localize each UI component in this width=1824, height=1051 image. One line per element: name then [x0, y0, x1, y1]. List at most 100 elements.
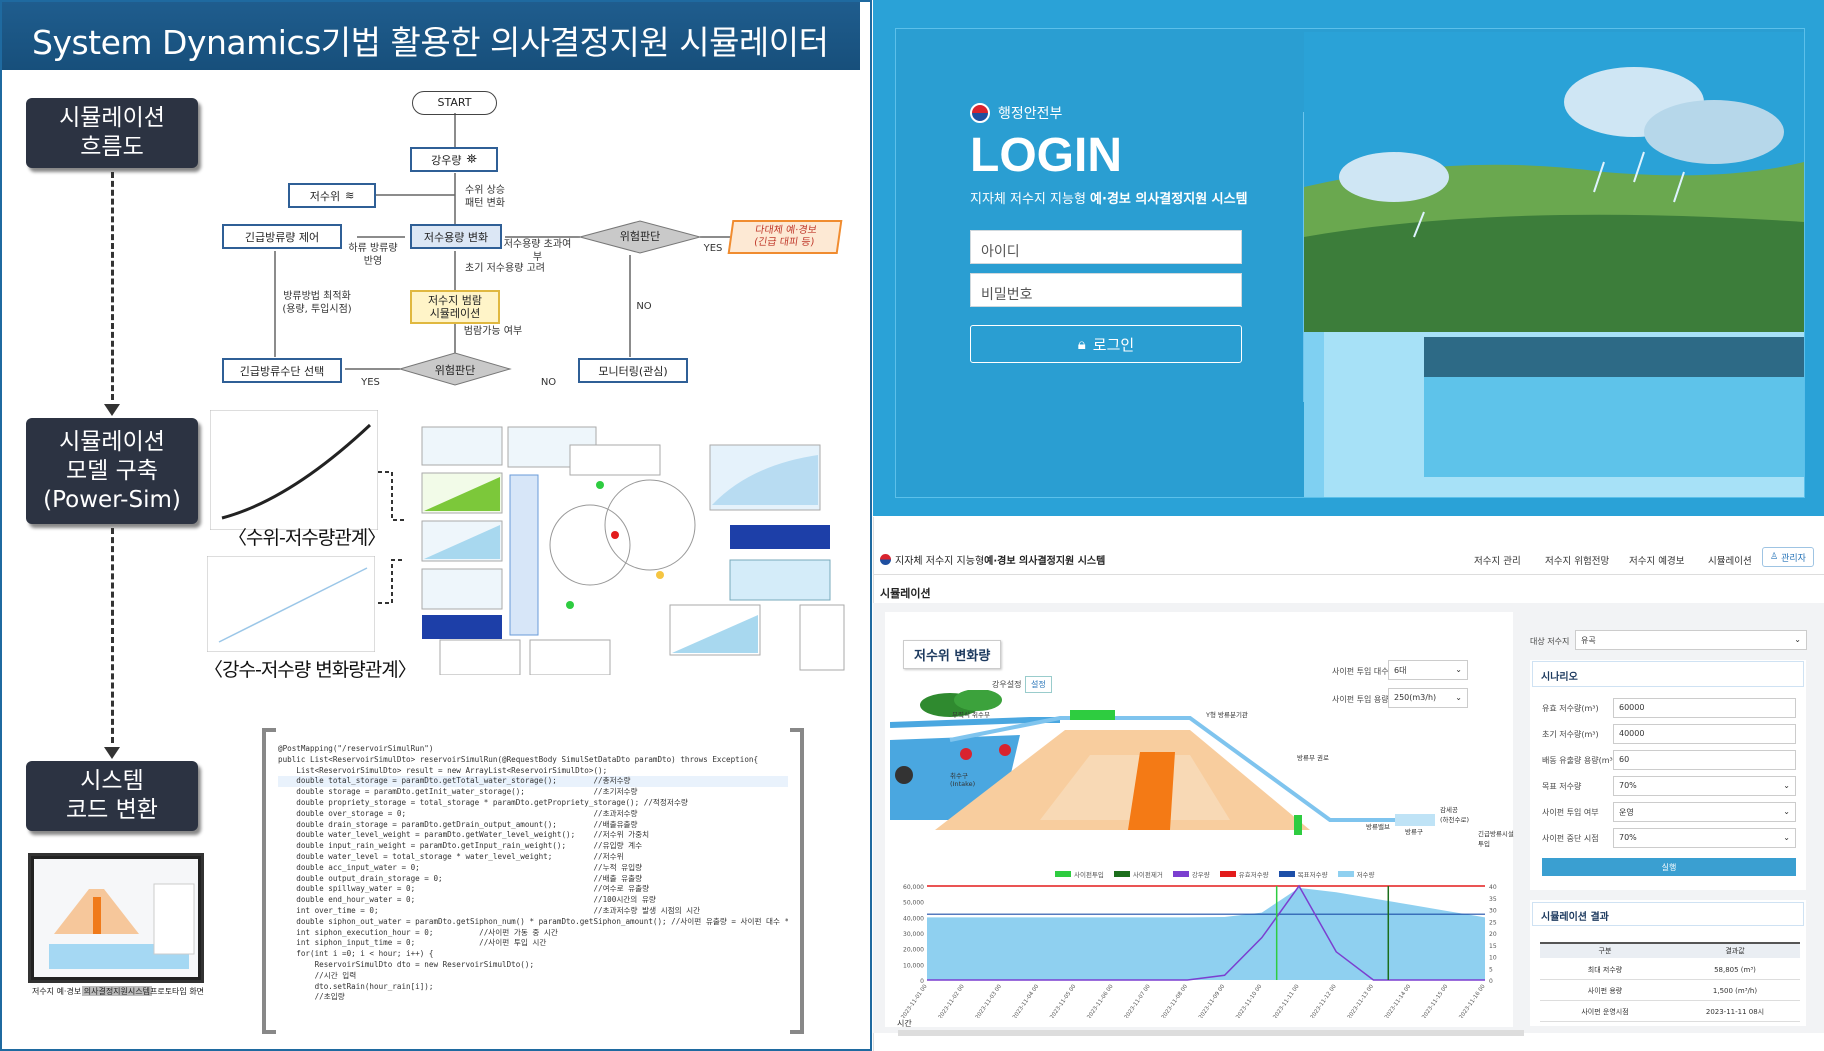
scenario-field-input[interactable]: 60000: [1613, 698, 1796, 718]
code-line: ReservoirSimulDto dto = new ReservoirSim…: [278, 959, 535, 969]
scenario-field-label: 배동 유출량 용량(m³): [1542, 756, 1616, 765]
flow-select: 긴급방류수단 선택: [222, 358, 342, 383]
nav-simulation[interactable]: 시뮬레이션: [1708, 556, 1752, 567]
legend-item: 사이펀투입: [1055, 869, 1104, 879]
result-cell: 사이펀 운영시점: [1581, 1007, 1629, 1016]
x-tick-label: 2023-11-09 00: [1198, 983, 1227, 1018]
user-icon: ♙: [1770, 552, 1779, 562]
lock-icon: 🔒︎: [1077, 335, 1086, 353]
code-line: double total_storage = paramDto.getTotal…: [278, 776, 788, 788]
code-line: double end_hour_water = 0; //100시간의 유량: [278, 895, 656, 905]
legend-label: 저수량: [1356, 871, 1375, 879]
x-tick-label: 2023-11-14 00: [1384, 983, 1413, 1018]
chevron-down-icon: ⌄: [1455, 665, 1462, 674]
y2-tick-label: 40: [1489, 884, 1497, 891]
flow-yes1: YES: [703, 243, 723, 254]
x-tick-label: 2023-11-04 00: [1012, 983, 1041, 1018]
y2-tick-label: 20: [1489, 931, 1497, 938]
code-line: int over_time = 0; //초과저수량 발생 시점의 시간: [278, 905, 701, 915]
y-tick-label: 20,000: [903, 947, 924, 954]
y2-tick-label: 30: [1489, 908, 1497, 915]
flow-initial: 초기 저수용량 고려: [465, 263, 545, 274]
nav-reservoir-mgmt[interactable]: 저수지 관리: [1474, 556, 1521, 567]
code-line: double acc_input_water = 0; //누적 유입량: [278, 862, 643, 872]
flow-no2: NO: [540, 377, 557, 388]
legend-label: 목표저수량: [1297, 871, 1328, 879]
storage-area: [927, 887, 1485, 980]
water-level-storage-chart: [210, 410, 378, 530]
y2-tick-label: 25: [1489, 919, 1497, 926]
scenario-field-input[interactable]: 60: [1613, 750, 1796, 770]
x-tick-label: 2023-11-08 00: [1161, 983, 1190, 1018]
scenario-field-label: 사이펀 중단 시점: [1542, 834, 1599, 843]
target-select[interactable]: 유곡⌄: [1575, 630, 1807, 650]
label-outlet2: 감세공 (하천수로): [1440, 806, 1469, 824]
nav-warning[interactable]: 저수지 예경보: [1629, 556, 1685, 567]
chevron-down-icon: ⌄: [1455, 693, 1462, 702]
code-line: int siphon_execution_hour = 0; //사이펀 가동 …: [278, 927, 558, 937]
legend-label: 강우량: [1191, 871, 1210, 879]
code-line: double input_rain_weight = paramDto.getI…: [278, 841, 643, 851]
result-title: 시뮬레이션 결과: [1532, 902, 1804, 926]
admin-button[interactable]: ♙관리자: [1762, 547, 1814, 567]
flow-storage-change: 저수용량 변화: [410, 224, 502, 249]
flow-possible: 범람가능 여부: [463, 326, 523, 337]
result-cell: 58,805 (m³): [1714, 965, 1756, 974]
subtitle-bold: 예·경보 의사결정지원 시스템: [1090, 192, 1248, 207]
bracket-right: [790, 728, 804, 1034]
legend-swatch: [1219, 871, 1236, 877]
admin-label: 관리자: [1781, 553, 1806, 564]
rain-storage-chart: [207, 556, 375, 652]
code-line: double spillway_water = 0; //여수로 유출량: [278, 884, 650, 894]
reservoir-landscape-illustration: [1304, 32, 1804, 497]
thumbnail-diagram: [49, 883, 195, 969]
scenario-field-input[interactable]: 70%⌄: [1613, 776, 1796, 796]
scenario-field-value: 40000: [1619, 729, 1645, 738]
login-button[interactable]: 🔒︎로그인: [970, 325, 1242, 363]
scenario-field-input[interactable]: 40000: [1613, 724, 1796, 744]
label-y-pipe: Y형 방류분기관: [1206, 711, 1248, 719]
label-intake1: 부력식 취수부: [952, 711, 990, 719]
y-tick-label: 50,000: [903, 900, 924, 907]
powersim-model-collage: [421, 426, 845, 675]
result-row: 사이펀 운영시점 2023-11-11 08시: [1540, 1002, 1800, 1022]
flow-no1: NO: [636, 301, 652, 312]
y-tick-label: 40,000: [903, 915, 924, 922]
nav-risk-outlook[interactable]: 저수지 위험전망: [1545, 556, 1610, 567]
prototype-thumbnail: [28, 853, 204, 983]
taegeuk-logo-icon: [970, 103, 990, 123]
chevron-down-icon: ⌄: [1783, 807, 1790, 816]
chevron-down-icon: ⌄: [1783, 781, 1790, 790]
code-text: @PostMapping("/reservoirSimulRun")public…: [278, 744, 788, 1003]
rain-setting-label: 강우설정: [992, 680, 1022, 689]
label-outlet: 방류구: [1405, 828, 1423, 836]
result-header-col: 결과값: [1725, 947, 1745, 955]
flow-level-rise: 수위 상승 패턴 변화: [465, 185, 505, 209]
water-level-chart: 60,00050,00040,00030,00020,00010,0000403…: [900, 884, 1497, 1018]
legend-item: 저수량: [1337, 869, 1375, 879]
thumbnail-screen: [34, 859, 198, 977]
scenario-field-value: 운영: [1619, 808, 1634, 817]
chart-scrollbar[interactable]: [898, 1030, 1524, 1036]
flow-start: START: [412, 91, 497, 115]
scenario-field-input[interactable]: 70%⌄: [1613, 828, 1796, 848]
scenario-field-input[interactable]: 운영 ⌄: [1613, 802, 1796, 822]
username-input[interactable]: 아이디: [970, 230, 1242, 264]
siphon-count-select[interactable]: 6대⌄: [1388, 660, 1468, 680]
connector-line: [111, 528, 114, 743]
run-button[interactable]: 실행: [1542, 858, 1796, 876]
flow-rainfall: 강우량⛯: [410, 147, 498, 172]
legend-item: 강우량: [1172, 869, 1210, 879]
label-intake2: 취수구 (Intake): [950, 772, 976, 788]
y-tick-label: 60,000: [903, 884, 924, 891]
y2-tick-label: 0: [1489, 978, 1493, 985]
result-cell: 2023-11-11 08시: [1705, 1007, 1765, 1016]
password-input[interactable]: 비밀번호: [970, 273, 1242, 307]
siphon-capacity-select[interactable]: 250(m3/h)⌄: [1388, 688, 1468, 708]
thumbnail-caption: 저수지 예·경보 의사결정지원시스템프로토타입 화면: [31, 987, 205, 996]
rain-setting-button[interactable]: 설정: [1025, 676, 1052, 693]
legend-label: 유효저수량: [1238, 871, 1269, 879]
flow-water-level: 저수위≋: [288, 183, 376, 208]
flow-risk2: 위험판단: [434, 364, 476, 377]
